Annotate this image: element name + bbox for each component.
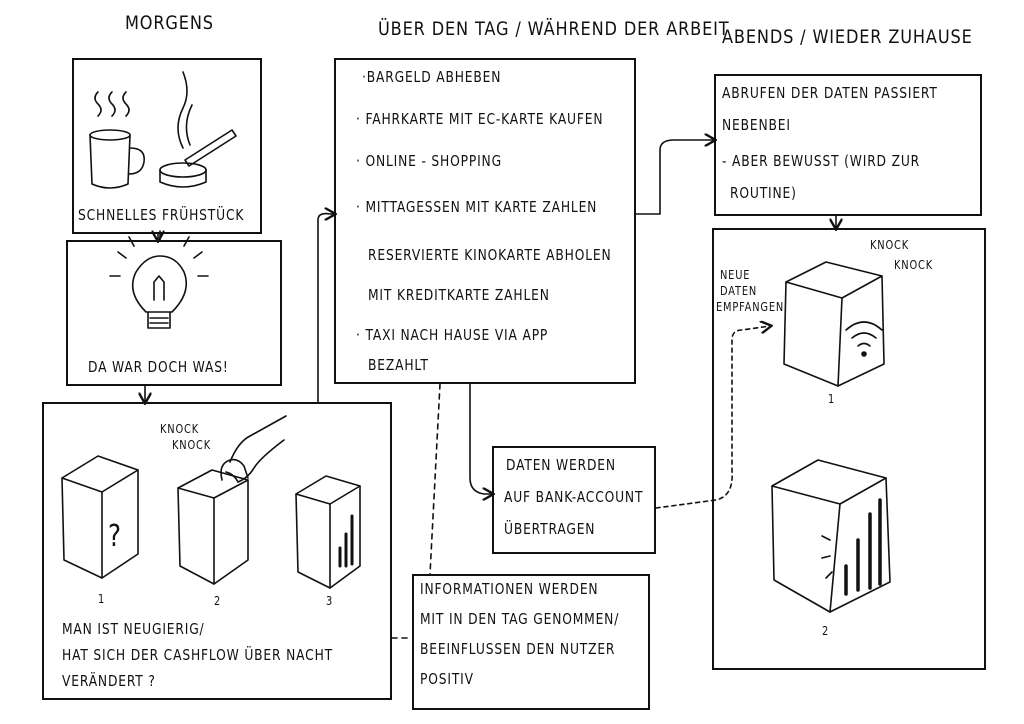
cube-number-3: 3	[326, 594, 333, 608]
activity-4: · Mittagessen mit Karte zahlen	[356, 198, 598, 216]
cube-wifi-icon	[783, 261, 885, 387]
steam-icon	[94, 91, 130, 117]
activity-5: Reservierte Kinokarte abholen	[368, 246, 612, 264]
cube-question-icon	[61, 455, 139, 579]
evening-cube-number-1: 1	[828, 392, 835, 406]
curiosity-line-3: verändert ?	[62, 672, 156, 690]
cube-knock-icon	[177, 469, 249, 585]
cube-number-1: 1	[98, 592, 105, 606]
heading-day: Über den Tag / während der Arbeit	[378, 18, 730, 40]
info-line-3: beeinflussen den Nutzer	[420, 640, 616, 658]
wifi-icon	[845, 321, 883, 357]
retrieve-line-4: routine)	[730, 184, 797, 202]
breakfast-caption: Schnelles Frühstück	[78, 206, 245, 224]
evening-cube-number-2: 2	[822, 624, 829, 638]
activity-3: · Online - Shopping	[356, 152, 502, 170]
info-line-4: positiv	[420, 670, 474, 688]
question-mark: ?	[108, 519, 122, 554]
info-line-2: mit in den Tag genommen/	[420, 610, 620, 628]
heading-morning: Morgens	[125, 12, 214, 34]
info-line-1: Informationen werden	[420, 580, 599, 598]
new-data-line-1: Neue	[720, 268, 751, 282]
knock-label-2: Knock	[172, 438, 211, 452]
idea-panel	[66, 240, 282, 386]
new-data-line-3: empfangen	[716, 300, 785, 314]
breakfast-panel	[72, 58, 262, 234]
lightbulb-icon	[109, 230, 209, 329]
evening-knock-2: Knock	[894, 258, 933, 272]
activity-6: · Taxi nach Hause via App	[356, 326, 549, 344]
retrieve-line-1: Abrufen der Daten passiert	[722, 84, 938, 102]
activity-5b: mit Kreditkarte zahlen	[368, 286, 550, 304]
cube-chart-large-icon	[771, 459, 891, 613]
evening-boxes-panel	[712, 228, 986, 670]
activity-1: ·Bargeld abheben	[362, 68, 502, 86]
evening-knock-1: Knock	[870, 238, 909, 252]
idea-caption: Da war doch was!	[88, 358, 229, 376]
ashtray-icon	[159, 71, 237, 188]
activity-2: · Fahrkarte mit EC-Karte kaufen	[356, 110, 604, 128]
transfer-line-1: Daten werden	[506, 456, 616, 474]
curiosity-line-1: Man ist neugierig/	[62, 620, 205, 638]
cube-number-2: 2	[214, 594, 221, 608]
transfer-line-3: übertragen	[504, 520, 596, 538]
transfer-line-2: auf Bank-Account	[504, 488, 644, 506]
cube-chart-icon	[295, 475, 361, 589]
new-data-line-2: Daten	[720, 284, 758, 298]
curiosity-line-2: hat sich der Cashflow über Nacht	[62, 646, 333, 664]
retrieve-line-3: - aber bewusst (wird zur	[722, 152, 921, 170]
heading-evening: Abends / wieder zuhause	[722, 26, 973, 48]
hand-icon	[220, 415, 287, 483]
coffee-cup-icon	[89, 129, 146, 189]
activity-6b: bezahlt	[368, 356, 429, 374]
curiosity-panel	[42, 402, 392, 700]
knock-label-1: Knock	[160, 422, 199, 436]
activities-panel	[334, 58, 636, 384]
info-panel	[412, 574, 650, 710]
retrieve-line-2: nebenbei	[722, 116, 791, 134]
